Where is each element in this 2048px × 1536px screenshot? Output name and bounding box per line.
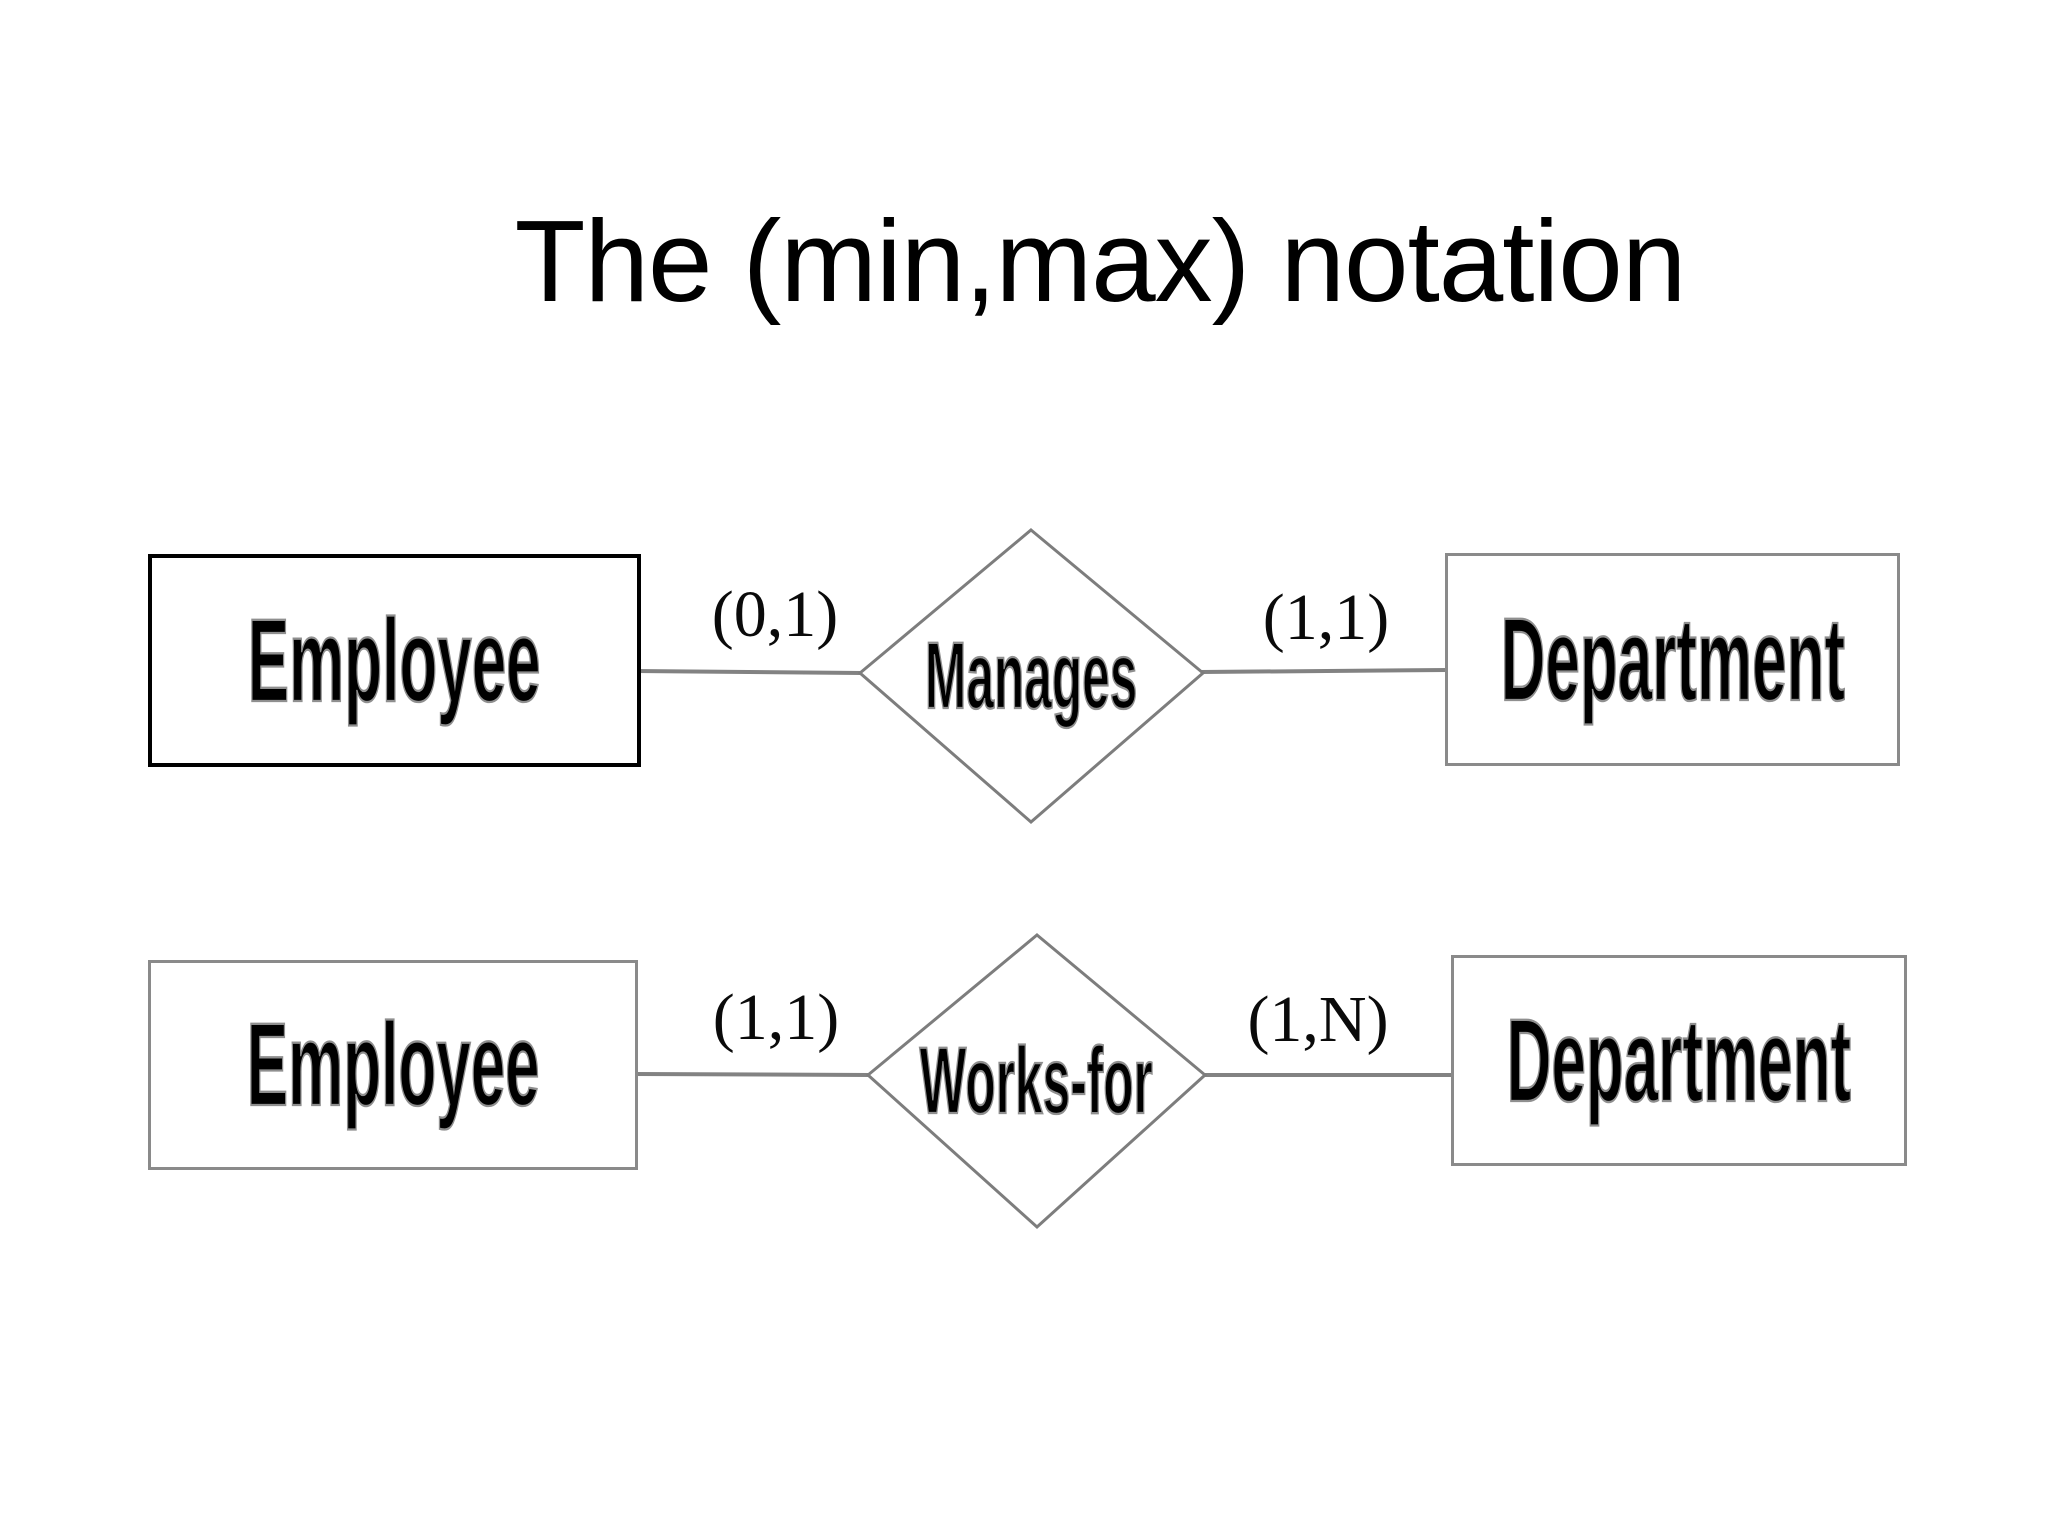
connector-employee-works-for [631, 1072, 871, 1077]
entity-box-employee-manages: Employee [148, 554, 641, 767]
entity-label-employee: Employee [247, 594, 541, 727]
cardinality-label-employee-works-for: (1,1) [712, 981, 840, 1054]
entity-box-department-manages: Department [1445, 553, 1900, 766]
connector-employee-manages [632, 669, 863, 675]
relationship-diamond-manages [857, 528, 1206, 824]
cardinality-label-employee-manages: (0,1) [711, 578, 839, 651]
entity-label-employee: Employee [246, 998, 540, 1132]
connector-manages-department [1200, 668, 1448, 674]
page-title: The (min,max) notation [514, 196, 1687, 326]
entity-label-department: Department [1500, 593, 1846, 726]
cardinality-label-manages-department: (1,1) [1262, 581, 1390, 654]
entity-box-department-works-for: Department [1451, 955, 1907, 1166]
entity-label-department: Department [1506, 994, 1852, 1127]
relationship-diamond-works-for [865, 933, 1208, 1230]
cardinality-label-works-for-department: (1,N) [1247, 983, 1389, 1056]
entity-box-employee-works-for: Employee [148, 960, 638, 1170]
